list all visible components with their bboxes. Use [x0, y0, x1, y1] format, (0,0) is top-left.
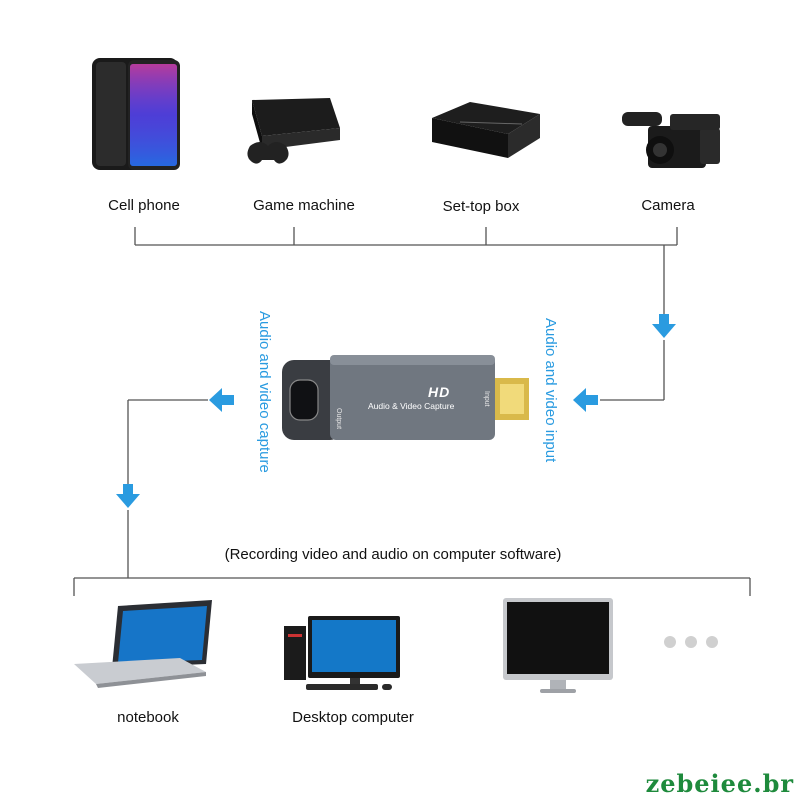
- device-subtitle: Audio & Video Capture: [368, 401, 455, 411]
- source-label-game-machine: Game machine: [253, 197, 355, 214]
- capture-label: Audio and video capture: [256, 311, 273, 473]
- arrow-down-icon: [116, 484, 140, 508]
- arrow-left-icon: [209, 388, 234, 412]
- capture-device: [282, 355, 529, 440]
- input-label: Audio and video input: [542, 318, 559, 463]
- watermark: zebeiee.br: [645, 769, 794, 798]
- game-console-icon: [247, 98, 340, 164]
- output-connector-lines: [73, 399, 751, 596]
- desktop-computer-icon: [284, 616, 400, 690]
- source-connector-lines: [134, 227, 678, 401]
- laptop-icon: [74, 600, 212, 688]
- output-label-notebook: notebook: [117, 709, 179, 726]
- arrow-left-icon: [573, 388, 598, 412]
- device-brand-text: HD: [428, 384, 451, 400]
- set-top-box-icon: [432, 102, 540, 158]
- output-label-desktop: Desktop computer: [292, 709, 414, 726]
- monitor-icon: [503, 598, 613, 693]
- recording-note: (Recording video and audio on computer s…: [224, 546, 562, 563]
- device-input-port-label: Input: [483, 391, 490, 407]
- arrow-down-icon: [652, 314, 676, 338]
- cell-phone-icon: [92, 58, 180, 170]
- source-label-set-top-box: Set-top box: [442, 198, 520, 215]
- device-output-port-label: Output: [335, 408, 342, 430]
- camera-icon: [622, 112, 720, 168]
- more-devices-ellipsis-icon: [664, 636, 718, 648]
- source-label-cell-phone: Cell phone: [108, 197, 180, 214]
- source-label-camera: Camera: [641, 197, 695, 214]
